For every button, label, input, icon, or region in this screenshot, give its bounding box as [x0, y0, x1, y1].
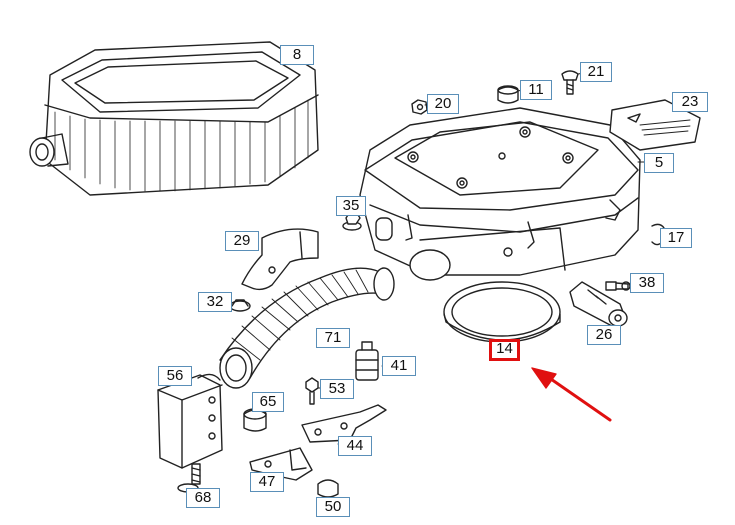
part-label-17[interactable]: 17: [660, 228, 692, 248]
clamp-50[interactable]: [317, 479, 339, 498]
part-label-32[interactable]: 32: [198, 292, 232, 312]
part-label-38[interactable]: 38: [630, 273, 664, 293]
temperature-sensor[interactable]: [569, 281, 628, 327]
part-label-8[interactable]: 8: [280, 45, 314, 65]
part-label-5[interactable]: 5: [644, 153, 674, 173]
protective-cap[interactable]: [243, 408, 267, 432]
part-label-23[interactable]: 23: [672, 92, 708, 112]
part-label-47[interactable]: 47: [250, 472, 284, 492]
part-label-56[interactable]: 56: [158, 366, 192, 386]
screw-38[interactable]: [605, 281, 631, 291]
part-label-11[interactable]: 11: [520, 80, 552, 100]
part-label-65[interactable]: 65: [252, 392, 284, 412]
air-filter-element[interactable]: [29, 41, 319, 196]
vacuum-unit[interactable]: [355, 341, 379, 381]
part-label-68[interactable]: 68: [186, 488, 220, 508]
part-label-53[interactable]: 53: [320, 379, 354, 399]
label-plate[interactable]: [609, 99, 701, 151]
part-label-71[interactable]: 71: [316, 328, 350, 348]
air-duct[interactable]: [241, 228, 319, 291]
bolt-53[interactable]: [305, 377, 319, 405]
part-label-21[interactable]: 21: [580, 62, 612, 82]
part-label-44[interactable]: 44: [338, 436, 372, 456]
part-label-41[interactable]: 41: [382, 356, 416, 376]
corrugated-hose[interactable]: [219, 267, 395, 389]
part-label-50[interactable]: 50: [316, 497, 350, 517]
hose-clamp-32[interactable]: [229, 299, 251, 312]
nut[interactable]: [411, 99, 428, 115]
control-module[interactable]: [157, 373, 223, 469]
part-label-14[interactable]: 14: [489, 339, 520, 361]
part-label-35[interactable]: 35: [336, 196, 366, 216]
part-label-26[interactable]: 26: [587, 325, 621, 345]
screw-21[interactable]: [561, 70, 579, 95]
part-label-20[interactable]: 20: [427, 94, 459, 114]
part-label-29[interactable]: 29: [225, 231, 259, 251]
sealing-ring[interactable]: [443, 281, 561, 343]
air-cleaner-housing[interactable]: [359, 107, 641, 281]
grommet[interactable]: [497, 85, 519, 104]
bracket-44[interactable]: [301, 404, 387, 443]
pointer-arrow: [531, 367, 612, 422]
